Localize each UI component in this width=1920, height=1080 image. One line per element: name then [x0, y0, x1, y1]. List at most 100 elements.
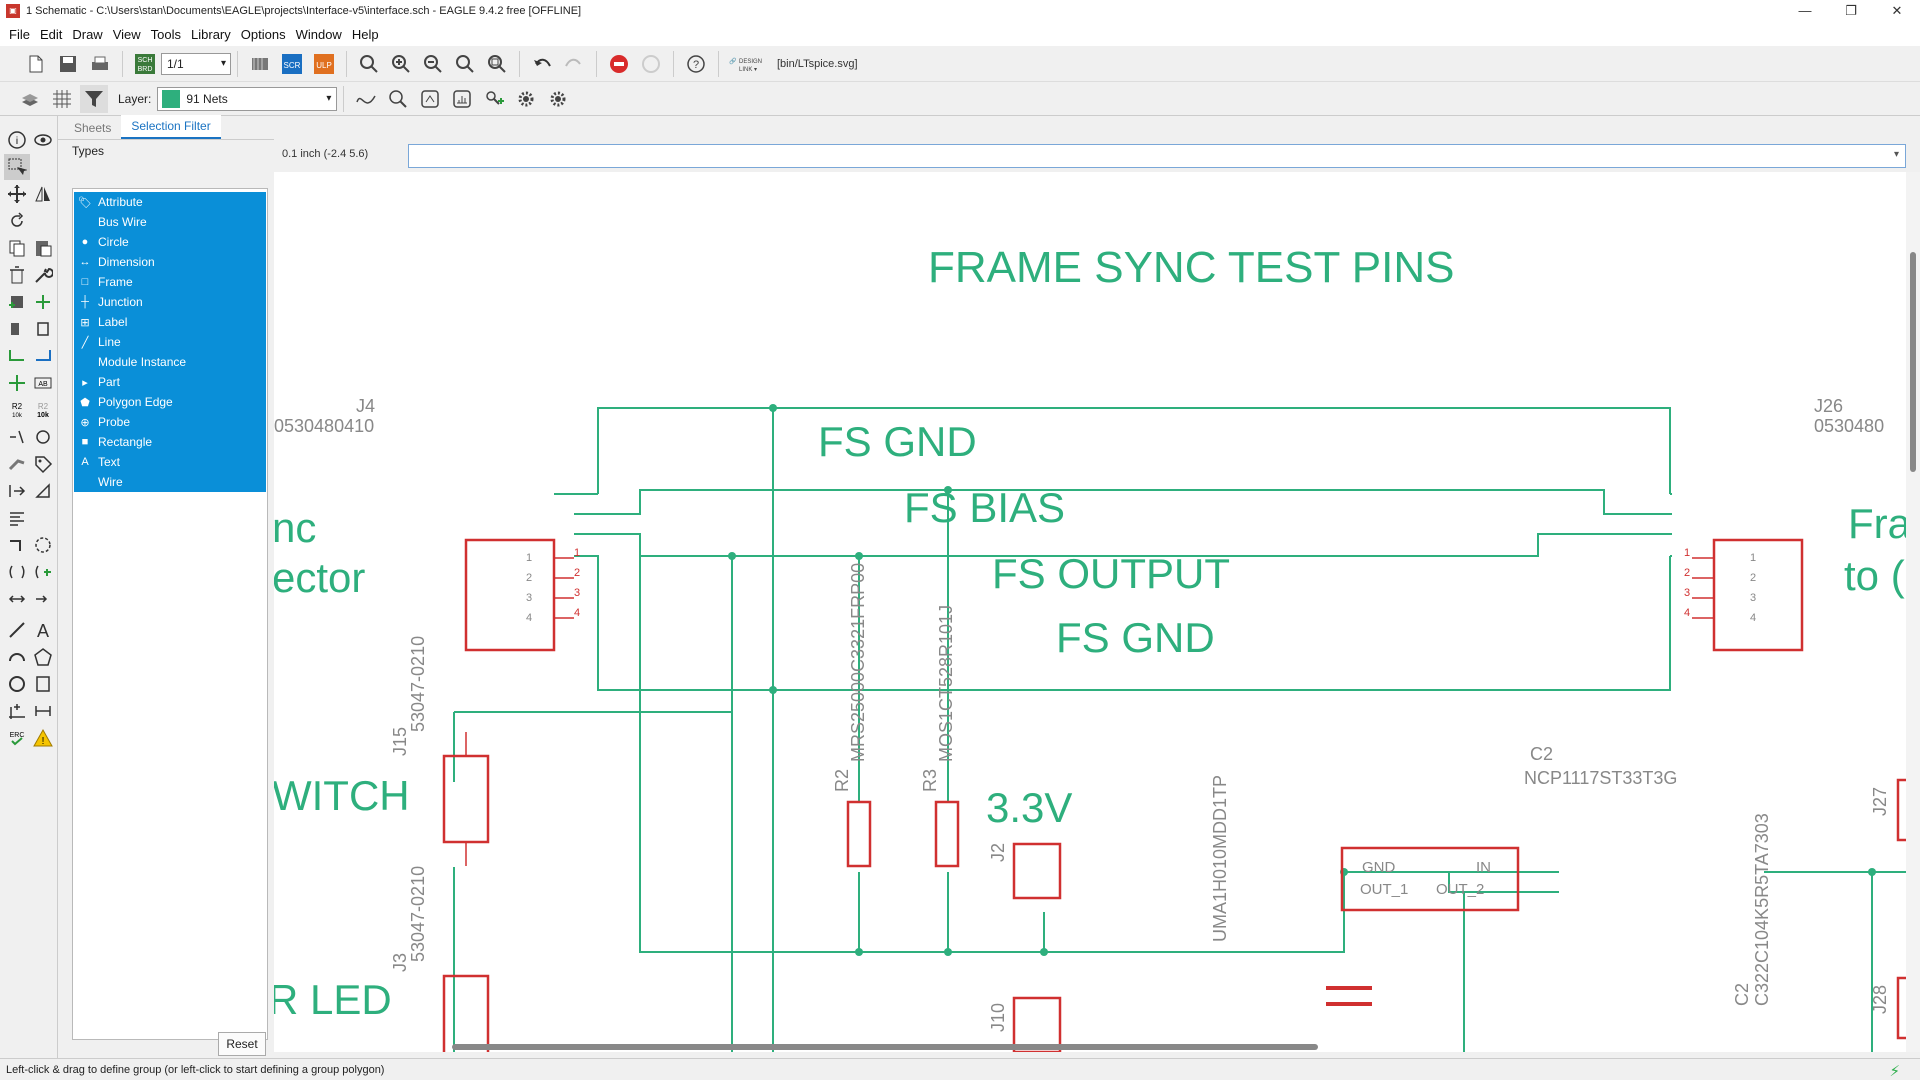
type-item-circle[interactable]: ●Circle: [74, 232, 266, 252]
minimize-button[interactable]: —: [1798, 3, 1812, 18]
zoom-redraw-icon[interactable]: [451, 50, 479, 78]
r3-resistor[interactable]: [934, 800, 960, 868]
type-item-junction[interactable]: ┼Junction: [74, 292, 266, 312]
invoke-icon[interactable]: [4, 478, 30, 504]
zoom-in-icon[interactable]: [387, 50, 415, 78]
undo-icon[interactable]: [528, 50, 556, 78]
warning-icon[interactable]: !: [31, 725, 57, 751]
tab-sheets[interactable]: Sheets: [74, 121, 112, 135]
rotate-icon[interactable]: [4, 208, 30, 234]
delete-icon[interactable]: [4, 262, 30, 288]
dimension-icon[interactable]: [31, 698, 57, 724]
filter-icon[interactable]: [80, 84, 108, 113]
net-icon[interactable]: [31, 343, 57, 369]
zoom-select-icon[interactable]: [483, 50, 511, 78]
replace-icon[interactable]: [4, 316, 30, 342]
lightning-icon[interactable]: ⚡: [1889, 1063, 1900, 1080]
bend-icon[interactable]: [4, 532, 30, 558]
maximize-button[interactable]: ❐: [1845, 3, 1857, 18]
move-icon[interactable]: [4, 181, 30, 207]
mark-icon[interactable]: [4, 698, 30, 724]
add-part-icon[interactable]: [4, 289, 30, 315]
reset-button[interactable]: Reset: [218, 1032, 266, 1056]
junction-icon[interactable]: [4, 370, 30, 396]
bus-icon[interactable]: [4, 559, 30, 585]
redo-icon[interactable]: [560, 50, 588, 78]
menu-tools[interactable]: Tools: [150, 26, 182, 42]
close-button[interactable]: ✕: [1891, 3, 1903, 18]
gate-icon[interactable]: [31, 316, 57, 342]
add-probe-icon[interactable]: [480, 85, 508, 113]
regulator-ic[interactable]: [1340, 846, 1520, 912]
schematic-canvas[interactable]: FRAME SYNC TEST PINS FS GND FS BIAS FS O…: [274, 172, 1920, 1052]
command-input[interactable]: [408, 144, 1906, 168]
type-item-dimension[interactable]: ↔Dimension: [79, 255, 155, 269]
new-file-icon[interactable]: [22, 50, 50, 78]
wire-style-icon[interactable]: [352, 85, 380, 113]
j4-connector[interactable]: [464, 538, 556, 652]
menu-options[interactable]: Options: [240, 26, 286, 42]
settings-gear-icon[interactable]: [512, 85, 540, 113]
show-eye-icon[interactable]: [31, 127, 57, 153]
label-icon[interactable]: AB: [31, 370, 57, 396]
go-icon[interactable]: [637, 50, 665, 78]
fs-bias-label[interactable]: FS BIAS: [904, 484, 1065, 531]
menu-view[interactable]: View: [112, 26, 141, 42]
type-item-module-instance[interactable]: Module Instance: [74, 352, 266, 372]
v33-label[interactable]: 3.3V: [986, 784, 1072, 831]
slice-icon[interactable]: [31, 478, 57, 504]
menu-library[interactable]: Library: [191, 26, 231, 42]
menu-draw[interactable]: Draw: [72, 26, 103, 42]
stop-icon[interactable]: [605, 50, 633, 78]
lasso-icon[interactable]: [31, 532, 57, 558]
settings-gear-2-icon[interactable]: [544, 85, 572, 113]
type-item-rectangle[interactable]: ■Rectangle: [74, 432, 266, 452]
fs-gnd-bottom-label[interactable]: FS GND: [1056, 614, 1215, 661]
rectangle-icon[interactable]: [31, 671, 57, 697]
type-item-probe[interactable]: ⊕Probe: [74, 412, 266, 432]
print-icon[interactable]: [86, 50, 114, 78]
fs-output-label[interactable]: FS OUTPUT: [992, 550, 1230, 597]
title-text[interactable]: FRAME SYNC TEST PINS: [928, 243, 1454, 292]
group-select-icon[interactable]: [4, 153, 30, 180]
j15-connector[interactable]: [442, 754, 490, 844]
sim-results-icon[interactable]: [448, 85, 476, 113]
save-icon[interactable]: [54, 50, 82, 78]
r2-resistor[interactable]: [846, 800, 872, 868]
type-item-wire[interactable]: Wire: [74, 472, 266, 492]
type-item-label[interactable]: ⊞Label: [74, 312, 266, 332]
port-add-icon[interactable]: [31, 586, 57, 612]
wrench-icon[interactable]: [31, 262, 57, 288]
info-icon[interactable]: i: [4, 127, 30, 153]
mirror-icon[interactable]: [31, 181, 57, 207]
pinswap-icon[interactable]: [31, 289, 57, 315]
vertical-scrollbar[interactable]: [1906, 172, 1920, 1052]
attribute-icon[interactable]: [31, 451, 57, 477]
type-item-bus-wire[interactable]: Bus Wire: [74, 212, 266, 232]
type-item-attribute[interactable]: 🏷Attribute: [78, 195, 143, 209]
type-item-line[interactable]: ╱Line: [74, 332, 266, 352]
probe-icon[interactable]: [384, 85, 412, 113]
tab-selection-filter[interactable]: Selection Filter: [121, 115, 221, 139]
layer-select[interactable]: 91 Nets: [157, 86, 338, 111]
j2-connector[interactable]: [1012, 842, 1062, 900]
polygon-icon[interactable]: [31, 644, 57, 670]
arc-icon[interactable]: [4, 644, 30, 670]
j26-connector[interactable]: [1712, 538, 1804, 652]
wire-icon[interactable]: [4, 343, 30, 369]
library-icon[interactable]: [246, 50, 274, 78]
menu-file[interactable]: File: [9, 26, 30, 42]
type-item-frame[interactable]: □Frame: [74, 272, 266, 292]
erc-icon[interactable]: ERC: [4, 725, 30, 751]
j10-connector[interactable]: [1012, 996, 1062, 1052]
zoom-fit-icon[interactable]: [355, 50, 383, 78]
menu-help[interactable]: Help: [351, 26, 379, 42]
menu-edit[interactable]: Edit: [39, 26, 63, 42]
port-icon[interactable]: [4, 586, 30, 612]
circle-icon[interactable]: [4, 671, 30, 697]
layer-settings-icon[interactable]: [16, 85, 44, 113]
simulation-icon[interactable]: [416, 85, 444, 113]
